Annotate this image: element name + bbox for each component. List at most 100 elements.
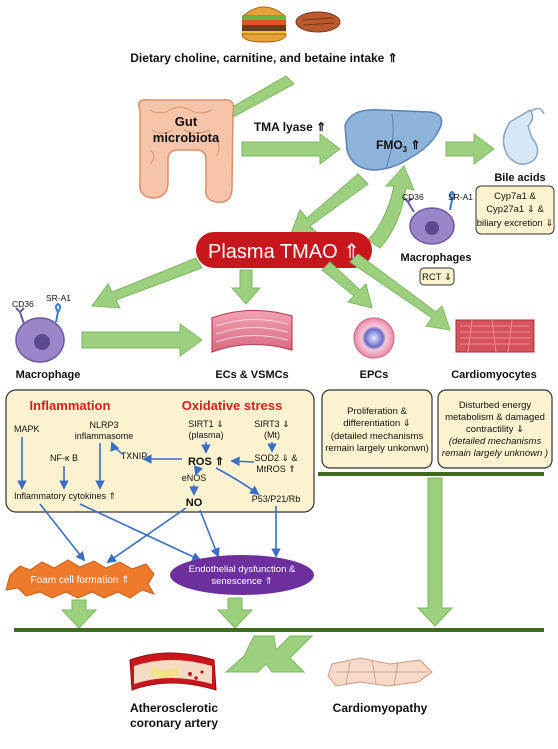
rct-box: [419, 267, 455, 286]
diet-intake-label: Dietary choline, carnitine, and betaine …: [130, 51, 397, 65]
artery-icon: [129, 652, 217, 691]
fmo3-label: FMO3 ⇑: [376, 138, 421, 154]
oxidative-title: Oxidative stress: [182, 398, 282, 413]
arrow-ros-to-p53: [215, 467, 260, 496]
tma-lyase-label: TMA lyase ⇑: [254, 120, 326, 134]
endo-ellipse: [170, 555, 314, 595]
cardio-box: [437, 389, 553, 469]
sirt1-label-line1: SIRT1 ⇓: [188, 419, 223, 429]
arrow-foam-down: [60, 599, 98, 629]
arrow-right-bar-down: [416, 477, 454, 627]
arrow-plasma-to-ecs: [230, 269, 262, 305]
cytokines-label: Inflammatory cytokines ⇑: [14, 491, 116, 501]
athero-label-line2: coronary artery: [130, 716, 218, 730]
arrow-liver-to-bile: [445, 133, 495, 165]
nlrp3-label-line1: NLRP3: [89, 420, 118, 430]
foam-cell-burst: [5, 559, 156, 599]
target-epcs-label: EPCs: [360, 369, 389, 381]
cardio-line5: remain largely unknown ): [442, 448, 548, 459]
left-macrophage-icon: [15, 302, 65, 363]
target-cardio-label: Cardiomyocytes: [451, 369, 537, 381]
top-cd36-label: CD36: [402, 192, 424, 202]
ros-label: ROS ⇑: [188, 456, 224, 468]
txnip-label: TXNIP: [121, 451, 148, 461]
macrophages-label: Macrophages: [401, 252, 472, 264]
sirt3-label-line1: SIRT3 ⇓: [254, 419, 289, 429]
arrow-cytokines-to-endo: [79, 503, 202, 562]
target-macrophage-label: Macrophage: [16, 369, 81, 381]
left-cd36-label: CD36: [12, 299, 34, 309]
plasma-tmao-label: Plasma TMAO ⇑: [208, 241, 360, 263]
arrow-macrophage-to-ecs: [81, 323, 203, 357]
gut-label-line2: microbiota: [153, 130, 220, 145]
endo-line2: senescence ⇑: [211, 576, 272, 587]
athero-label-line1: Atherosclerotic: [130, 701, 218, 715]
arrow-txnip-to-nlrp3: [110, 441, 125, 456]
epc-line4: remain largely unkonwn): [325, 443, 429, 454]
rct-label: RCT ⇓: [422, 272, 452, 283]
endo-line1: Endothelial dysfunction &: [189, 564, 296, 575]
foam-label: Foam cell formation ⇑: [31, 575, 130, 586]
arrow-ros-to-enos: [193, 465, 203, 476]
plasma-tmao-badge: [196, 232, 372, 268]
bile-line1: Cyp7a1 &: [494, 191, 536, 202]
vessel-icon: [211, 309, 293, 353]
bile-acids-label: Bile acids: [494, 172, 545, 184]
arrow-plasma-to-liver-curve: [367, 165, 415, 249]
right-green-bar: [318, 472, 544, 476]
target-ecs-label: ECs & VSMCs: [215, 369, 288, 381]
epc-line3: (detailed mechanisms: [331, 431, 424, 442]
arrow-no-to-foam: [106, 507, 187, 564]
lower-green-bar: [14, 628, 544, 632]
bile-line3: biliary excretion ⇓: [477, 218, 554, 229]
bile-info-box: [475, 185, 555, 235]
left-sra1-label: SR-A1: [46, 293, 71, 303]
intestine-icon: [138, 98, 235, 203]
p53-label: P53/P21/Rb: [252, 494, 301, 504]
arrow-to-outcomes: [224, 635, 314, 673]
steak-icon: [295, 11, 341, 33]
cardio-line2: metabolism & damaged: [445, 412, 545, 423]
inflammation-title: Inflammation: [30, 398, 111, 413]
arrow-plasma-to-epcs: [321, 261, 373, 309]
top-sra1-label: SR-A1: [448, 192, 473, 202]
sirt3-label-line2: (Mt): [264, 430, 280, 440]
arrow-sod2-to-ros: [230, 456, 255, 467]
cardiomyopathy-icon: [327, 657, 433, 687]
mechanism-box: [5, 389, 315, 513]
cardio-line1: Disturbed energy: [459, 400, 532, 411]
outcome-blue-arrows: [39, 503, 281, 564]
macrophage-icon: [403, 190, 455, 245]
mapk-label: MAPK: [14, 424, 40, 434]
arrow-no-to-endo: [199, 509, 220, 558]
epc-box: [321, 389, 433, 469]
sirt1-label-line2: (plasma): [188, 430, 223, 440]
epc-icon: [353, 317, 395, 359]
burger-icon: [241, 6, 287, 43]
gallbladder-icon: [502, 107, 545, 165]
arrow-liver-to-plasma: [289, 173, 369, 237]
cardiomyopathy-label: Cardiomyopathy: [333, 701, 428, 715]
arrow-plasma-to-cardio: [349, 253, 451, 331]
sod2-label-line2: MtROS ⇑: [256, 464, 296, 474]
bile-line2: Cyp27a1 ⇓ &: [486, 204, 544, 215]
nfkb-label: NF-κ B: [50, 453, 78, 463]
cardiomyocyte-icon: [455, 319, 535, 353]
arrow-plasma-to-macrophage: [91, 257, 203, 309]
arrow-cytokines-to-foam: [39, 503, 86, 562]
nlrp3-label-line2: inflammasome: [75, 431, 134, 441]
epc-line1: Proliferation &: [347, 406, 407, 417]
sod2-label-line1: SOD2 ⇓ &: [254, 453, 297, 463]
cardio-line3: contractility ⇓: [466, 424, 524, 435]
no-label: NO: [186, 497, 203, 509]
liver-icon: [344, 109, 443, 171]
mechanism-arrows: [17, 437, 277, 496]
arrow-gut-to-liver: [241, 133, 341, 165]
gut-label-line1: Gut: [175, 114, 198, 129]
enos-label: eNOS: [182, 473, 207, 483]
arrow-endo-down: [216, 597, 254, 629]
epc-line2: differentiation ⇓: [343, 418, 410, 429]
cardio-line4: (detailed mechanisms: [449, 436, 542, 447]
